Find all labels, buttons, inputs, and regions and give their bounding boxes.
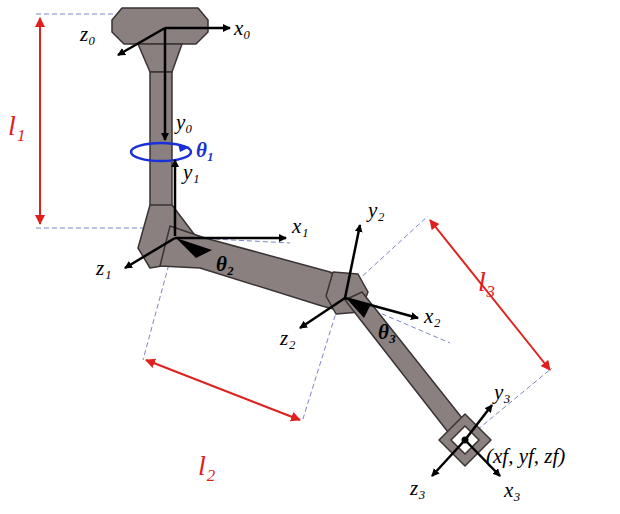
dimension-label: l₃ — [478, 268, 496, 296]
joint-angle-label: θ₃ — [378, 322, 396, 343]
axis-label: x₂ — [424, 306, 441, 327]
joint-angle-label: θ₁ — [196, 140, 214, 161]
dimension-label: l₂ — [198, 452, 216, 480]
axis-label: y₁ — [183, 162, 200, 183]
axis-label: z₀ — [80, 24, 95, 45]
dimension-label: l₁ — [8, 112, 26, 140]
axis-label: y₂ — [368, 200, 385, 221]
axis-label: x₃ — [504, 480, 521, 501]
axis-label: z₂ — [280, 328, 295, 349]
axis-label: z₃ — [410, 478, 425, 499]
axis-label: y₃ — [494, 382, 511, 403]
axis-label: x₀ — [234, 18, 251, 39]
axis-label: x₁ — [292, 216, 309, 237]
axis-label: y₀ — [176, 112, 193, 133]
axis-label: (xf, yf, zf) — [486, 446, 565, 467]
axis-label: z₁ — [96, 258, 111, 279]
joint-angle-label: θ₂ — [216, 254, 234, 275]
